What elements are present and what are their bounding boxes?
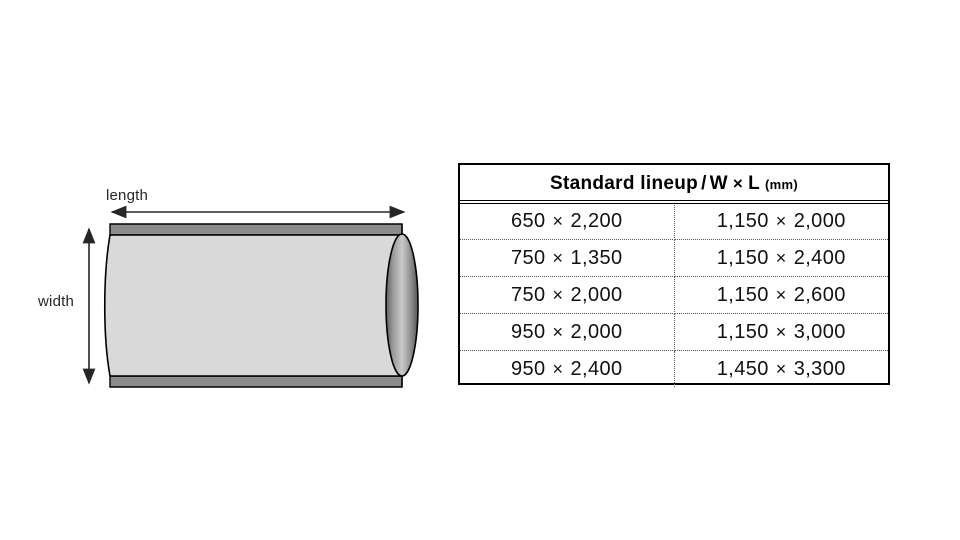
- lineup-table-title: Standard lineup/W×L (mm): [460, 165, 888, 204]
- table-row: 950 × 2,400 1,450 × 3,300: [460, 350, 888, 388]
- table-row: 950 × 2,000 1,150 × 3,000: [460, 313, 888, 351]
- times-icon: ×: [775, 358, 787, 379]
- header-times-icon: ×: [732, 174, 744, 193]
- cell-width: 950: [510, 357, 546, 380]
- length-dimension-label: length: [105, 187, 149, 204]
- size-cell-right: 1,450 × 3,300: [674, 351, 888, 388]
- roll-body: [103, 234, 403, 377]
- roll-bottom-band: [109, 375, 403, 388]
- header-separator: /: [701, 173, 707, 194]
- cell-length: 2,400: [570, 357, 623, 380]
- standard-lineup-table: Standard lineup/W×L(mm) 650×2,200 1,150×…: [458, 163, 890, 387]
- header-width-symbol: W: [709, 173, 728, 194]
- size-cell-left: 650 × 2,200: [460, 203, 675, 240]
- cell-width: 1,150: [716, 209, 769, 232]
- cell-width: 950: [510, 320, 546, 343]
- lineup-table-grid: Standard lineup/W×L(mm) 650×2,200 1,150×…: [460, 165, 888, 387]
- times-icon: ×: [552, 210, 564, 231]
- cell-length: 3,000: [793, 320, 846, 343]
- lineup-table-body: 650 × 2,200 1,150 × 2,000 750 × 1,350 1,150 × 2,…: [460, 203, 888, 387]
- cell-length: 2,400: [793, 246, 846, 269]
- lineup-table-head: Standard lineup/W×L (mm): [460, 165, 888, 204]
- roll-end-cap: [385, 233, 419, 377]
- cylinder-illustration: [82, 205, 419, 388]
- size-cell-left: 750 × 1,350: [460, 239, 675, 277]
- roll-diagram-panel: length width: [0, 0, 450, 540]
- size-cell-right: 1,150 × 3,000: [674, 313, 888, 351]
- table-row: 650 × 2,200 1,150 × 2,000: [460, 203, 888, 240]
- table-row: 750 × 2,000 1,150 × 2,600: [460, 276, 888, 314]
- table-row: 750 × 1,350 1,150 × 2,400: [460, 239, 888, 277]
- times-icon: ×: [552, 358, 564, 379]
- header-title-text: Standard lineup: [549, 173, 699, 194]
- table-header-row: Standard lineup/W×L (mm): [460, 165, 888, 204]
- cell-width: 750: [510, 246, 546, 269]
- cell-width: 650: [510, 209, 546, 232]
- cell-length: 2,000: [570, 283, 623, 306]
- times-icon: ×: [552, 247, 564, 268]
- times-icon: ×: [775, 321, 787, 342]
- times-icon: ×: [775, 284, 787, 305]
- header-length-symbol: L: [748, 173, 761, 194]
- cell-width: 1,450: [716, 357, 769, 380]
- size-cell-right: 1,150 × 2,000: [674, 203, 888, 240]
- cell-width: 1,150: [716, 320, 769, 343]
- size-cell-right: 1,150 × 2,600: [674, 276, 888, 314]
- times-icon: ×: [775, 247, 787, 268]
- size-cell-left: 950 × 2,400: [460, 350, 675, 387]
- times-icon: ×: [552, 284, 564, 305]
- times-icon: ×: [775, 210, 787, 231]
- cell-width: 1,150: [716, 283, 769, 306]
- cell-width: 750: [510, 283, 546, 306]
- cell-width: 1,150: [716, 246, 769, 269]
- width-dimension-label: width: [38, 293, 75, 310]
- header-double-rule: [460, 200, 888, 204]
- size-cell-left: 950 × 2,000: [460, 313, 675, 351]
- cell-length: 2,000: [793, 209, 846, 232]
- times-icon: ×: [552, 321, 564, 342]
- size-cell-left: 750 × 2,000: [460, 276, 675, 314]
- cell-length: 1,350: [570, 246, 623, 269]
- cell-length: 3,300: [793, 357, 846, 380]
- size-cell-right: 1,150 × 2,400: [674, 239, 888, 277]
- header-unit-text: (mm): [765, 177, 799, 192]
- roll-top-band: [109, 223, 403, 236]
- cell-length: 2,200: [570, 209, 623, 232]
- cell-length: 2,600: [793, 283, 846, 306]
- cell-length: 2,000: [570, 320, 623, 343]
